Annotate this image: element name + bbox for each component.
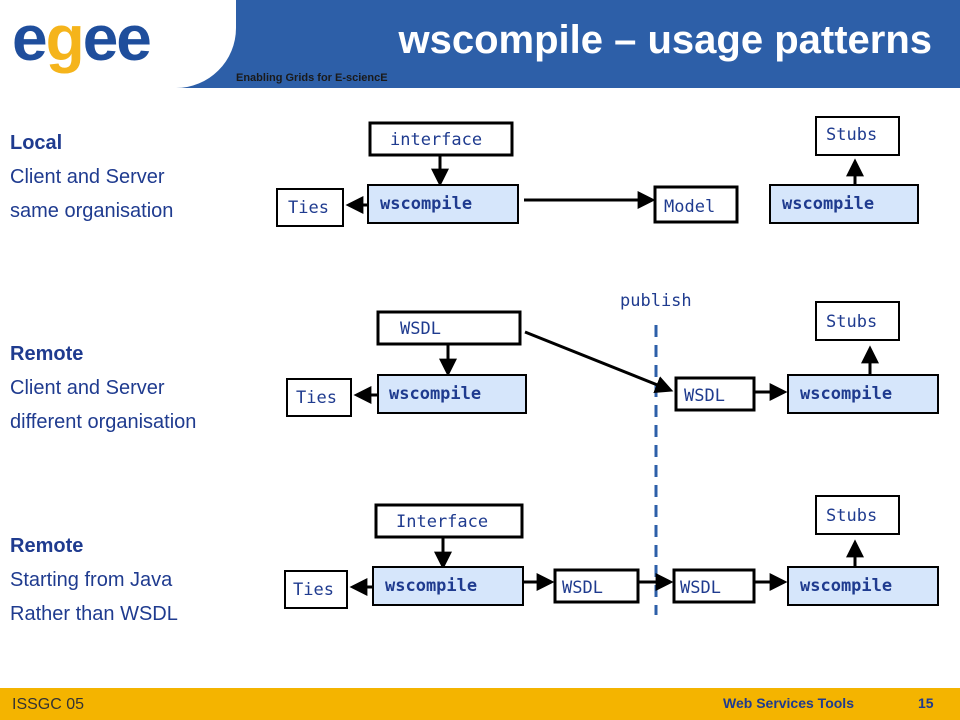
label: Interface (396, 512, 488, 532)
section-line: different organisation (10, 411, 197, 433)
label: interface (390, 130, 482, 150)
footer-event: ISSGC 05 (12, 696, 85, 713)
doc-wsdl: WSDL (553, 568, 640, 604)
doc-wsdl: WSDL (674, 376, 756, 412)
label: Ties (288, 198, 329, 218)
box-ties: Ties (276, 188, 344, 227)
box-ties: Ties (286, 378, 352, 417)
section-line: same organisation (10, 200, 174, 222)
doc-model: Model (653, 185, 739, 224)
slide-title: wscompile – usage patterns (398, 18, 932, 62)
label: wscompile (385, 576, 477, 596)
footer-topic: Web Services Tools (723, 695, 854, 711)
box-wscompile: wscompile (377, 374, 527, 414)
box-ties: Ties (284, 570, 348, 609)
label: WSDL (680, 578, 721, 598)
page-number: 15 (918, 695, 934, 711)
publish-label: publish (620, 291, 692, 311)
section-line: Client and Server (10, 377, 165, 399)
label: Stubs (826, 506, 877, 526)
box-wscompile: wscompile (769, 184, 919, 224)
section-heading: Local (10, 132, 63, 154)
section-heading: Remote (10, 343, 84, 365)
section-line: Rather than WSDL (10, 603, 178, 625)
label: WSDL (684, 386, 725, 406)
box-stubs: Stubs (815, 495, 900, 535)
label: Stubs (826, 125, 877, 145)
box-wscompile: wscompile (372, 566, 524, 606)
footer-bar: ISSGC 05 Web Services Tools 15 (0, 688, 960, 720)
section-local: Local Client and Server same organisatio… (10, 126, 173, 228)
label: Model (664, 197, 715, 217)
label: wscompile (800, 384, 892, 404)
section-remote: Remote Client and Server different organ… (10, 337, 196, 439)
doc-interface: Interface (374, 503, 524, 539)
label: Ties (293, 580, 334, 600)
logo-text: egee (12, 2, 152, 74)
box-stubs: Stubs (815, 116, 900, 156)
label: wscompile (380, 194, 472, 214)
arrow (524, 330, 674, 394)
header-bar: egee Enabling Grids for E-sciencE wscomp… (0, 0, 960, 88)
section-remote-java: Remote Starting from Java Rather than WS… (10, 529, 178, 631)
label: wscompile (389, 384, 481, 404)
section-line: Client and Server (10, 166, 165, 188)
label: wscompile (782, 194, 874, 214)
label: Stubs (826, 312, 877, 332)
label: WSDL (562, 578, 603, 598)
label: wscompile (800, 576, 892, 596)
box-wscompile: wscompile (787, 566, 939, 606)
section-heading: Remote (10, 535, 84, 557)
doc-wsdl: WSDL (672, 568, 756, 604)
label: Ties (296, 388, 337, 408)
doc-wsdl: WSDL (376, 310, 522, 346)
doc-interface: interface (368, 121, 514, 157)
section-line: Starting from Java (10, 569, 173, 591)
box-wscompile: wscompile (367, 184, 519, 224)
box-stubs: Stubs (815, 301, 900, 341)
box-wscompile: wscompile (787, 374, 939, 414)
tagline: Enabling Grids for E-sciencE (236, 72, 388, 84)
logo: egee (0, 0, 236, 88)
label: WSDL (400, 319, 441, 339)
